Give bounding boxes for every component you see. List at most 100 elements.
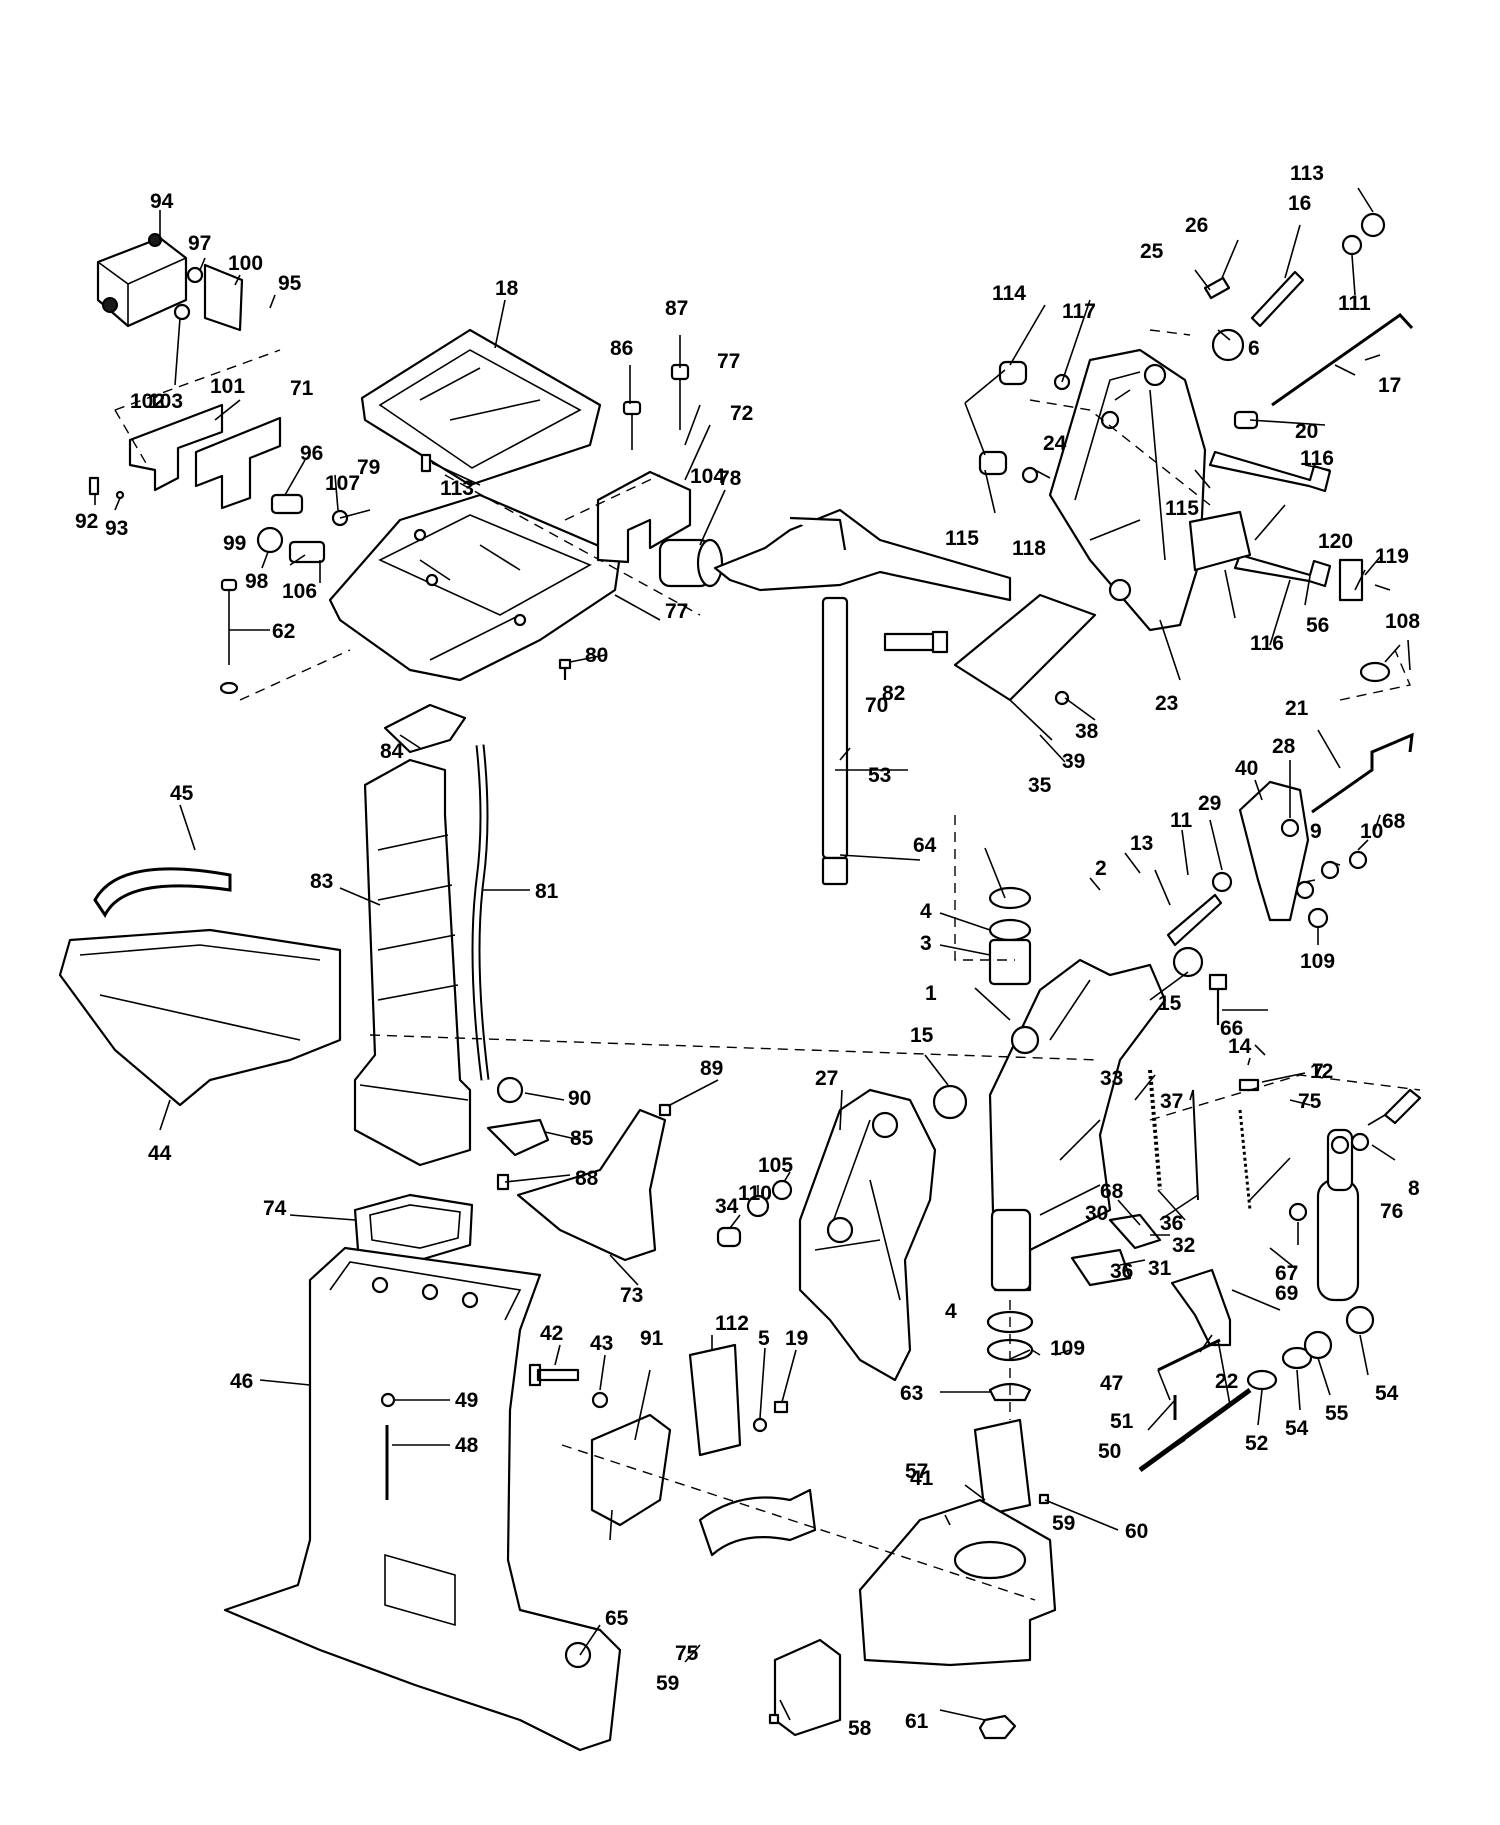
solenoid-part [590, 1413, 672, 1527]
bolt-part [883, 630, 949, 654]
callout-label: 33 [1100, 1067, 1123, 1090]
part-drawings [58, 212, 1422, 1752]
screw-part [1250, 270, 1305, 328]
callout-label: 39 [1062, 750, 1085, 773]
callout-label: 80 [585, 644, 608, 667]
callout-label: 53 [868, 764, 891, 787]
callout-label: 36 [1160, 1212, 1183, 1235]
callout-label: 34 [715, 1195, 739, 1218]
callout-label: 65 [605, 1607, 629, 1630]
callout-label: 95 [278, 272, 302, 295]
callout-label: 40 [1235, 757, 1258, 780]
plate-part [203, 263, 244, 332]
callout-label: 56 [1306, 614, 1329, 637]
callout-label: 76 [1380, 1200, 1403, 1223]
callout-label: 107 [325, 472, 360, 495]
callout-label: 120 [1318, 530, 1353, 553]
callout-label: 14 [1228, 1035, 1252, 1058]
terminal-block-part [96, 233, 188, 328]
callout-label: 100 [228, 252, 263, 275]
callout-label: 24 [1043, 432, 1067, 455]
bolt-part [622, 363, 690, 450]
callout-label: 84 [380, 740, 404, 763]
callout-label: 112 [715, 1312, 749, 1335]
clip-part [1338, 558, 1364, 602]
steering-arm-part [713, 508, 1012, 886]
callout-label: 117 [1062, 300, 1096, 323]
callout-label: 5 [758, 1327, 770, 1350]
callout-label: 47 [1100, 1372, 1123, 1395]
callout-label: 106 [282, 580, 317, 603]
callout-label: 77 [717, 350, 740, 373]
callout-label: 75 [675, 1642, 699, 1665]
callout-label: 109 [1300, 950, 1335, 973]
callout-label: 31 [1148, 1257, 1172, 1280]
callout-label: 44 [148, 1142, 172, 1165]
callout-label: 37 [1160, 1090, 1183, 1113]
callout-label: 78 [718, 467, 742, 490]
bolt-part [1233, 553, 1332, 588]
block-part [1188, 510, 1252, 572]
callout-label: 81 [535, 880, 559, 903]
bolt-part [1208, 450, 1332, 493]
callout-label: 16 [1288, 192, 1311, 215]
callout-label: 9 [1310, 820, 1322, 843]
callout-label: 27 [815, 1067, 838, 1090]
screw-part [558, 658, 572, 680]
callout-label: 82 [882, 682, 905, 705]
callout-label: 45 [170, 782, 194, 805]
callout-label: 1 [925, 982, 937, 1005]
callout-numbers: 1 2 3 4 4 5 6 7 8 9 10 11 12 13 14 15 15… [75, 162, 1420, 1740]
callout-label: 70 [865, 694, 888, 717]
assembly-lines [114, 329, 1421, 1601]
link-part [1238, 780, 1310, 922]
callout-label: 12 [1310, 1060, 1333, 1083]
callout-label: 113 [1290, 162, 1324, 185]
callout-label: 86 [610, 337, 633, 360]
callout-label: 55 [1325, 1402, 1349, 1425]
callout-label: 13 [1130, 832, 1153, 855]
lower-swivel-part [858, 1498, 1057, 1667]
callout-label: 68 [1100, 1180, 1124, 1203]
gasket-part [383, 703, 467, 754]
callout-label: 69 [1275, 1282, 1298, 1305]
callout-label: 19 [785, 1327, 808, 1350]
callout-label: 63 [900, 1382, 923, 1405]
tilt-cylinder-part [1288, 1128, 1370, 1302]
callout-label: 113 [440, 477, 474, 500]
callout-label: 104 [690, 465, 725, 488]
callout-label: 75 [1298, 1090, 1322, 1113]
driveshaft-housing-part [223, 1246, 622, 1752]
callout-label: 73 [620, 1284, 643, 1307]
callout-label: 22 [1215, 1370, 1238, 1393]
cover-part [516, 1108, 667, 1262]
callout-label: 42 [540, 1322, 563, 1345]
callout-label: 4 [945, 1300, 957, 1323]
callout-label: 30 [1085, 1202, 1108, 1225]
callout-label: 50 [1098, 1440, 1121, 1463]
callout-label: 25 [1140, 240, 1164, 263]
strap-part [698, 1488, 817, 1557]
callout-label: 57 [905, 1460, 928, 1483]
callout-label: 118 [1012, 537, 1046, 560]
callout-label: 61 [905, 1710, 929, 1733]
callout-label: 62 [272, 620, 295, 643]
callout-label: 102 [130, 390, 165, 413]
bracket-part [596, 470, 692, 564]
callout-label: 51 [1110, 1410, 1134, 1433]
callout-label: 64 [913, 834, 937, 857]
callout-label: 111 [1338, 292, 1371, 315]
nut-part [186, 266, 204, 284]
callout-label: 68 [1382, 810, 1406, 833]
callout-label: 109 [1050, 1337, 1085, 1360]
stern-bracket-part [798, 1088, 937, 1382]
screw-part [420, 453, 432, 473]
callout-label: 28 [1272, 735, 1296, 758]
cap-part [256, 526, 284, 554]
callout-label: 35 [1028, 774, 1052, 797]
callout-label: 77 [665, 600, 688, 623]
callout-label: 36 [1110, 1260, 1133, 1283]
callout-label: 97 [188, 232, 211, 255]
spring-part [270, 493, 304, 515]
